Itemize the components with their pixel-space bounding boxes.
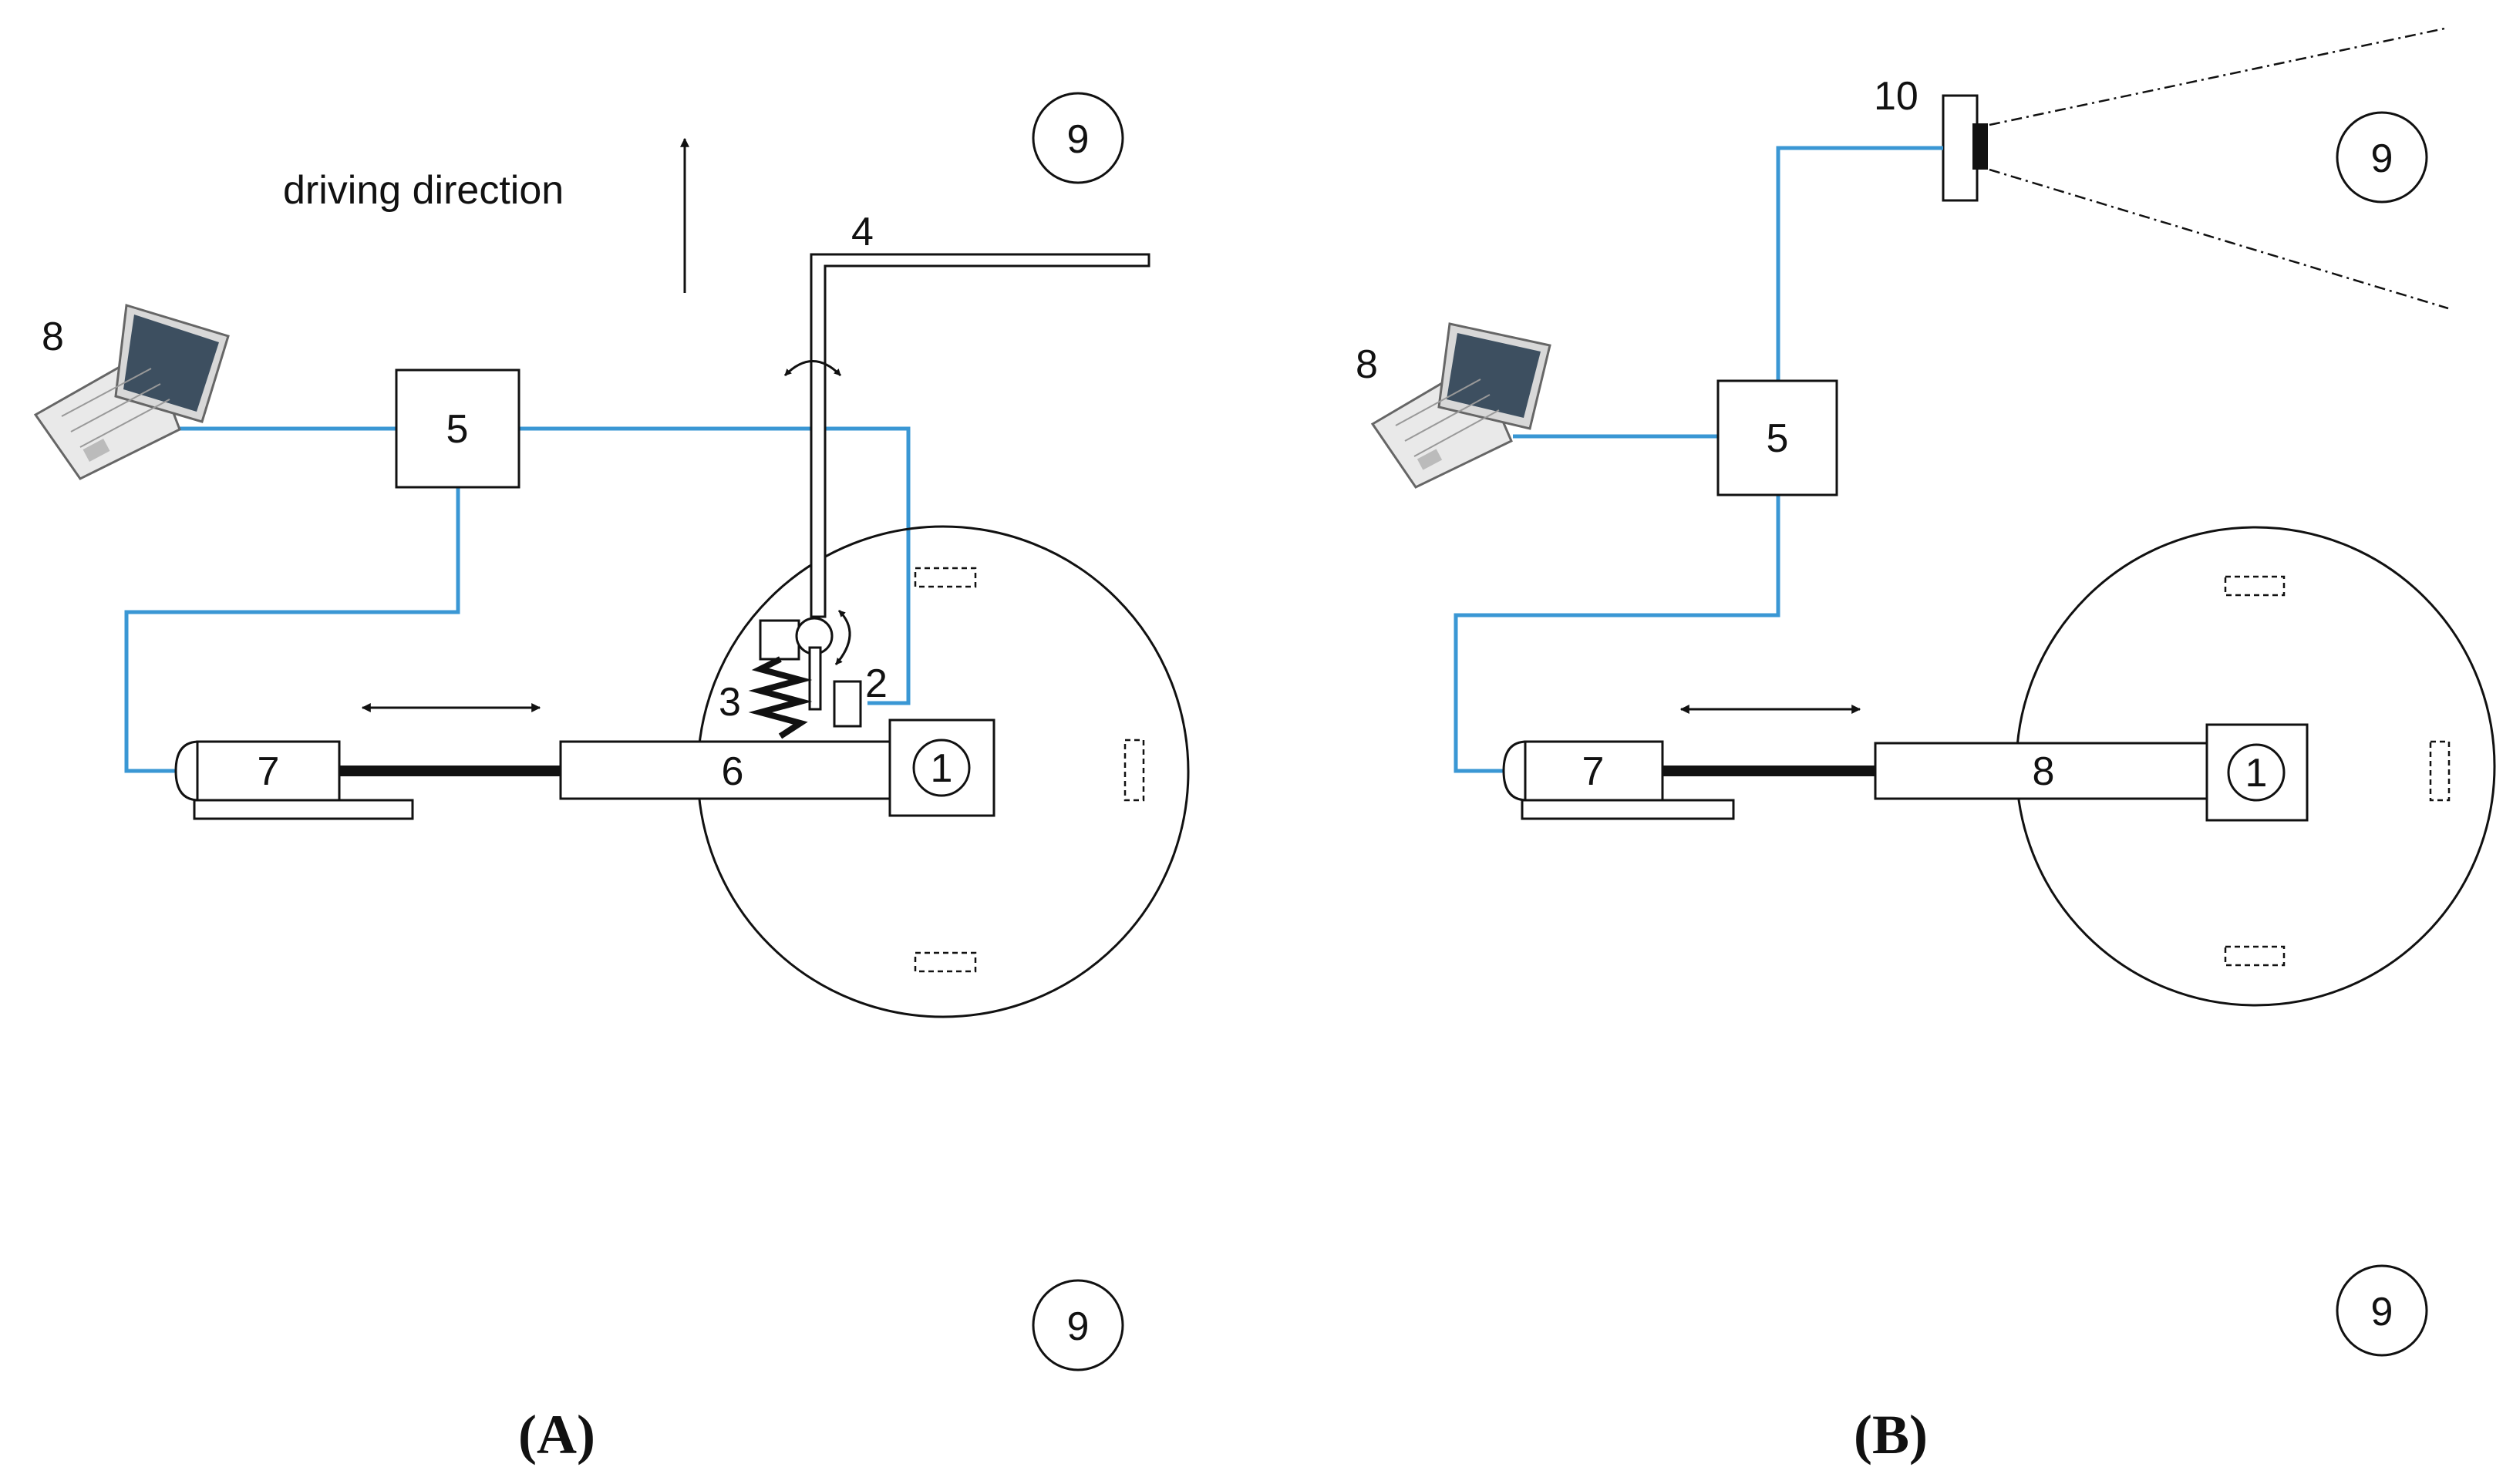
laptop-icon [33,304,230,480]
cable-controller-actuator [124,487,460,773]
pivot-lever [808,646,822,711]
slide-box [559,740,911,800]
controller-box-b [1716,379,1838,496]
camera-view-line-top [1989,26,2449,126]
cable-controller-sensor [519,426,911,705]
panel-a: driving direction 8 5 4 [33,92,1190,1465]
panel-b: 10 8 5 7 8 [1356,26,2496,1465]
laptop-icon-b [1370,322,1551,489]
sensor-box [833,680,862,728]
label-laptop: 8 [42,315,64,359]
actuator-box-b [1524,740,1664,802]
label-sensor: 2 [865,661,888,706]
sensor-arm [810,253,1150,618]
label-controller-b: 5 [1767,416,1789,461]
label-plant-bottom-b: 9 [2371,1290,2393,1334]
label-plant-top: 9 [1067,117,1090,162]
slide-box-b [1874,742,2222,800]
label-laptop-b: 8 [1356,342,1378,387]
pivot-rotation-arrow [834,609,851,665]
label-plant-bottom: 9 [1067,1304,1090,1349]
driving-direction-label: driving direction [283,168,564,213]
plant-marker-bottom-b [2336,1264,2428,1357]
label-sensor-arm: 4 [851,210,874,254]
spring-mount [759,619,800,661]
tool-circle [912,739,971,797]
panel-a-caption: (A) [518,1404,595,1465]
controller-box [395,368,520,489]
plant-slot-right-b [2429,740,2451,802]
cable-controller-camera [1776,146,1943,381]
label-actuator: 7 [258,749,280,794]
actuator-box [196,740,341,802]
label-controller: 5 [446,407,469,452]
plant-slot-bottom-b [2224,945,2286,967]
plant-marker-top [1032,92,1124,184]
label-actuator-b: 7 [1582,749,1605,794]
actuator-base [193,799,414,820]
camera-lens [1972,123,1988,170]
camera-box [1942,94,1979,202]
tool-circle-b [2227,743,2286,802]
plant-slot-bottom [914,951,977,973]
label-slide: 6 [722,749,744,794]
plant-marker-bottom [1032,1279,1124,1371]
plant-slot-right [1123,739,1145,802]
plant-slot-top-b [2224,575,2286,597]
label-tool: 1 [931,746,953,791]
actuator-cap-b [1502,740,1528,802]
plant-slot-top [914,567,977,588]
arm-rotation-arrow [783,360,842,377]
actuator-cap [174,740,200,802]
label-tool-b: 1 [2245,751,2268,796]
plant-marker-top-b [2336,111,2428,204]
cable-controller-actuator-b [1454,495,1780,773]
label-slide-b: 8 [2033,749,2055,794]
label-camera: 10 [1874,74,1918,119]
label-plant-top-b: 9 [2371,136,2393,181]
actuator-base-b [1521,799,1735,820]
label-spring: 3 [719,680,741,725]
camera-view-line-bottom [1989,168,2449,310]
panel-b-caption: (B) [1854,1404,1928,1465]
spring-icon [748,656,813,739]
